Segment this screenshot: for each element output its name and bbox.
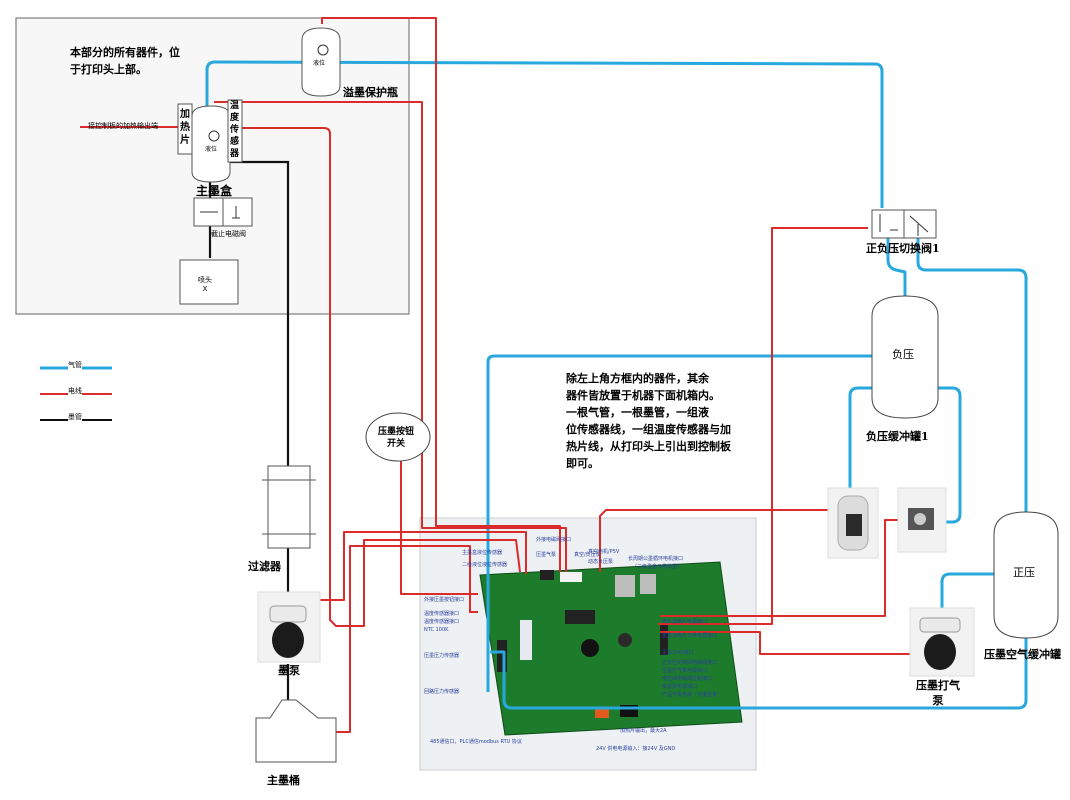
heater-pad bbox=[177, 103, 193, 155]
board-label: 二级液位液位传感器 bbox=[462, 562, 508, 568]
positive-pressure-tank bbox=[993, 511, 1059, 639]
ink-pump-label: 墨泵 bbox=[278, 664, 300, 677]
cutoff-solenoid-valve bbox=[193, 197, 253, 227]
board-label: 24V 供电电源输入：接24V 及GND bbox=[596, 746, 676, 752]
main-ink-bucket bbox=[255, 699, 337, 763]
positive-tank-label: 压墨空气缓冲罐 bbox=[984, 648, 1061, 661]
overflow-bottle bbox=[301, 27, 341, 97]
board-label: 外接电磁阀接口 bbox=[536, 537, 572, 543]
board-label: 485通信口，PLC通信modbus RTU 协议 bbox=[430, 739, 522, 745]
legend-wire-label: 电线 bbox=[68, 387, 82, 397]
air-pipes bbox=[205, 60, 1028, 710]
heater-feed-label: 接控制板的加热输出端 bbox=[88, 122, 158, 130]
solenoid-label: 截止电磁阀 bbox=[211, 230, 246, 238]
board-label: NTC 100K bbox=[424, 627, 449, 633]
switch-valve-label: 正负压切换阀1 bbox=[866, 242, 940, 255]
air-pump-photo bbox=[909, 607, 975, 677]
board-label: 真空电机/P5V bbox=[588, 549, 620, 555]
overflow-bottle-label: 溢墨保护瓶 bbox=[343, 86, 398, 99]
heater-label: 加 热 片 bbox=[180, 109, 190, 146]
solenoid-valve-photo bbox=[897, 487, 947, 553]
ink-pump-photo bbox=[257, 591, 321, 663]
control-board-photo bbox=[419, 517, 757, 771]
board-label: 主墨盒液位传感器 bbox=[462, 550, 503, 556]
ink-filter bbox=[262, 465, 316, 549]
filter-label: 过滤器 bbox=[248, 560, 281, 573]
board-label: 电控阀电磁阀控制接口 bbox=[662, 676, 713, 682]
board-label: （二级墨盒日常供墨） bbox=[632, 564, 683, 570]
board-label: 喷头加热片电源接口 bbox=[662, 619, 708, 625]
press-ink-button bbox=[365, 412, 431, 462]
main-ink-box-level: 液位 bbox=[205, 146, 218, 153]
board-label: 动态负压泵 bbox=[588, 559, 614, 565]
main-bucket-label: 主墨桶 bbox=[267, 774, 300, 787]
board-label: 长周期公墨循环电机接口 bbox=[628, 556, 684, 562]
negative-tank-label: 负压缓冲罐1 bbox=[866, 430, 929, 443]
vacuum-pump-photo bbox=[827, 487, 879, 559]
board-label: 产品气泵电源（可接墨泵） bbox=[662, 692, 723, 698]
temperature-sensor bbox=[227, 99, 243, 163]
board-label: 墨盒加热片日常电源接口 bbox=[662, 633, 718, 639]
board-label: 主泵/24V接口 bbox=[662, 650, 694, 656]
main-ink-box-label: 主墨盒 bbox=[196, 184, 233, 198]
air-pump-label: 压墨打气 泵 bbox=[916, 679, 960, 707]
positive-tank-inner-label: 正压 bbox=[1013, 566, 1035, 579]
overflow-bottle-level: 液位 bbox=[313, 60, 326, 67]
board-label: 加热片输出，最大2A bbox=[620, 728, 667, 734]
board-label: 温度传感器接口 bbox=[424, 611, 460, 617]
board-label: 压墨打气泵电源接口 bbox=[662, 668, 708, 674]
board-label: 正负压切换阀电磁阀接口 bbox=[662, 660, 718, 666]
nozzle-label: 喷头 X bbox=[198, 276, 212, 293]
printhead-note: 本部分的所有器件，位 于打印头上部。 bbox=[70, 46, 180, 76]
middle-note: 除左上角方框内的器件，其余 器件皆放置于机器下面机箱内。 一根气管，一根墨管，一… bbox=[566, 372, 731, 470]
board-label: 温度传感器接口 bbox=[424, 619, 460, 625]
press-button-label: 压墨按钮 开关 bbox=[378, 427, 415, 449]
negative-tank-inner-label: 负压 bbox=[892, 348, 914, 361]
negative-pressure-tank bbox=[871, 295, 939, 419]
board-label: 真空/负压泵 bbox=[574, 552, 601, 558]
board-label: 压墨气泵 bbox=[536, 552, 557, 558]
legend-ink-label: 墨管 bbox=[68, 413, 82, 423]
legend-air-label: 气管 bbox=[68, 361, 82, 371]
temperature-sensor-label: 温 度 传 感 器 bbox=[230, 101, 240, 159]
board-label: 回路压力传感器 bbox=[424, 689, 460, 695]
ink-tubes bbox=[208, 160, 290, 700]
main-ink-box bbox=[191, 105, 231, 183]
board-label: 外接压墨按钮接口 bbox=[424, 597, 465, 603]
pos-neg-switch-valve bbox=[871, 209, 937, 239]
nozzle bbox=[179, 259, 239, 305]
board-label: 吸墨泵电源接口 bbox=[662, 684, 698, 690]
board-label: 压墨压力传感器 bbox=[424, 653, 460, 659]
